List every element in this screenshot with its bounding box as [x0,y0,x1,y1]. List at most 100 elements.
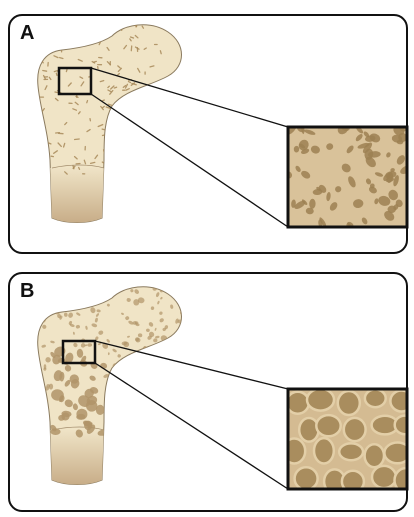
trabecula-mark [145,98,146,101]
trabecula-mark [181,36,185,37]
trabecula-mark [133,154,135,155]
trabecula-mark [180,144,184,147]
pore-mark [147,392,153,398]
pore-mark [75,299,78,302]
pore-mark [104,407,109,413]
pore-mark [173,405,179,410]
pore-mark [165,369,169,374]
pore-mark [149,428,155,434]
zoom-box-b [283,389,414,494]
trabecula-mark [135,155,137,156]
pore-mark [139,401,144,406]
trabecula-mark [181,25,182,27]
trabecula-mark [41,47,43,50]
pore-mark [104,423,108,427]
pore-mark [126,434,130,437]
pore-mark [150,365,154,369]
pore-mark [61,307,65,311]
pore-mark [150,394,154,397]
pore-mark [83,292,88,298]
trabecula-mark [50,48,51,50]
trabecula-mark [121,109,122,111]
trabecula-mark [167,125,169,127]
pore-mark [127,395,133,400]
pore-mark [166,394,171,399]
pore-mark [120,373,128,380]
pore-mark [144,430,149,434]
trabecula-mark [120,137,123,141]
pore-mark [146,431,152,437]
trabecula-mark [73,166,74,169]
trabecula-mark [95,38,98,40]
trabecula-mark [107,169,108,174]
pore-mark [71,284,77,290]
pore-mark [179,288,186,295]
trabecula-mark [166,166,169,167]
pore-cell [338,391,360,415]
pore-mark [179,367,183,371]
pore-mark [110,423,115,429]
trabecula-mark [158,116,162,117]
pore-mark [52,303,59,309]
pore-mark [146,386,150,391]
pore-mark [175,379,178,381]
pore-mark [87,286,95,293]
pore-mark [55,304,62,311]
trabecula-mark [117,166,118,168]
pore-mark [111,428,115,432]
pore-mark [131,396,135,400]
pore-mark [150,373,153,377]
trabecula-mark [86,28,88,30]
trabecula-mark [160,51,161,54]
pore-mark [84,294,86,297]
trabecula-mark [151,128,153,130]
pore-mark [171,390,177,396]
pore-mark [150,422,154,426]
pore-cell [314,438,334,463]
pore-mark [154,424,159,429]
pore-mark [180,346,185,352]
trabecula-mark [61,32,66,33]
trabecula-mark [83,43,85,44]
pore-mark [126,366,130,371]
trabecula-mark [173,153,175,157]
pore-cell [299,418,318,442]
trabecula-mark [118,149,122,151]
shaft-shading [48,430,108,490]
pore-cell [287,392,309,414]
pore-mark [154,358,158,363]
pore-mark [102,286,106,290]
trabecula-mark [108,129,112,130]
pore-mark [171,379,175,385]
pore-mark [153,427,159,433]
shaft-shading [48,168,108,228]
trabecula-mark [87,101,88,103]
trabecula-mark [89,40,92,42]
pore-cell [390,391,412,412]
pore-mark [53,302,59,308]
pore-mark [48,291,56,299]
trabecula-mark [163,86,166,88]
trabecula-mark [165,109,168,110]
trabecula-mark [170,109,172,110]
pore-mark [181,389,185,394]
trabecula-mark [154,128,156,130]
pore-mark [182,317,187,321]
femur-b [37,284,187,490]
pore-mark [115,424,119,428]
trabecula-mark [114,87,116,88]
pore-mark [108,407,112,411]
trabecula-mark [43,71,47,72]
trabecula-mark [142,155,143,158]
pore-mark [40,396,45,401]
pore-cell [307,389,334,411]
trabecula-mark [169,76,171,78]
trabecula-mark [160,172,163,175]
pore-mark [86,291,90,294]
pore-mark [43,420,49,424]
trabecula-mark [79,168,80,170]
pore-mark [180,395,186,401]
pore-mark [118,385,124,391]
pore-mark [41,434,44,437]
